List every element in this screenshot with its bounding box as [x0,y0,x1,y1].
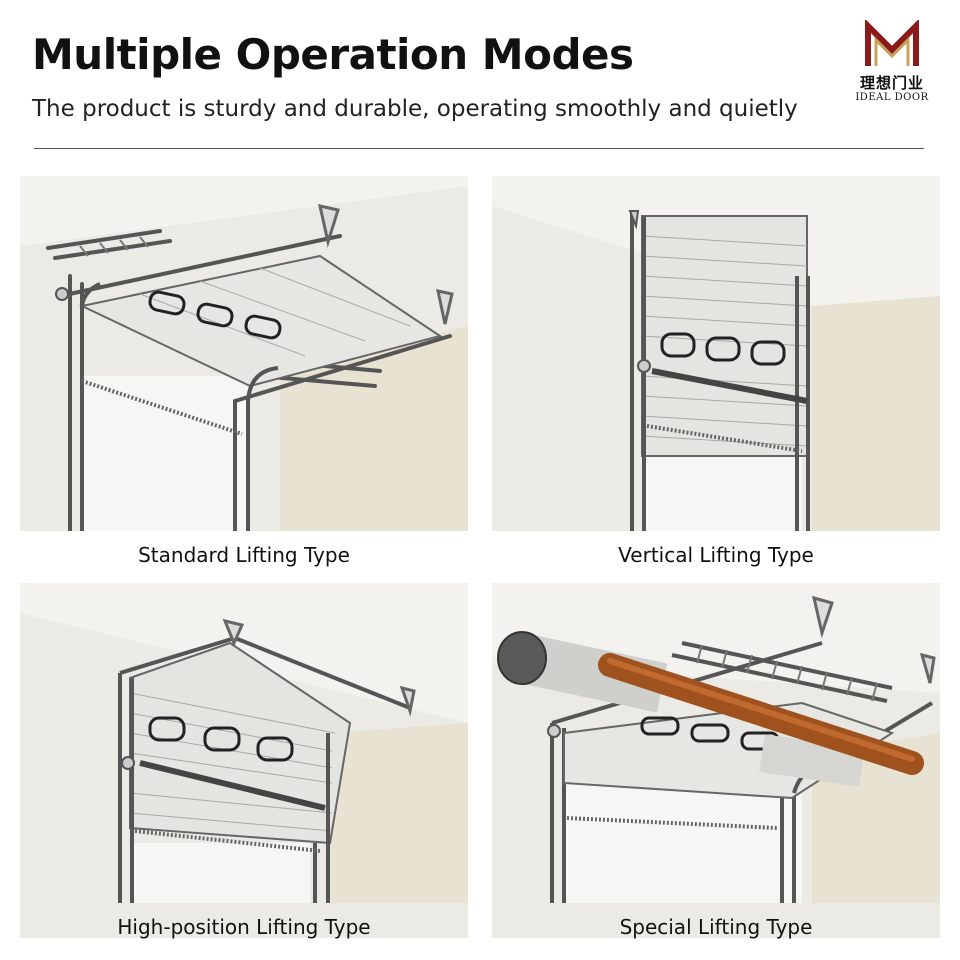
panel-special-lifting [492,583,940,938]
panel-standard-lifting [20,176,468,531]
panel-high-position-lifting [20,583,468,938]
caption-high-position-lifting: High-position Lifting Type [117,915,371,939]
logo-english-text: IDEAL DOOR [855,92,929,103]
vertical-lifting-illustration [492,176,940,531]
standard-lifting-illustration [20,176,468,531]
page-title: Multiple Operation Modes [32,30,634,79]
header-divider [34,148,924,149]
caption-special-lifting: Special Lifting Type [619,915,813,939]
panel-vertical-lifting [492,176,940,531]
special-lifting-illustration [492,583,940,903]
brand-logo: 理想门业 IDEAL DOOR [842,20,942,110]
caption-standard-lifting: Standard Lifting Type [138,543,350,567]
caption-vertical-lifting: Vertical Lifting Type [618,543,814,567]
ideal-door-logo-icon [865,20,919,66]
logo-chinese-text: 理想门业 [859,74,924,92]
page-subtitle: The product is sturdy and durable, opera… [32,96,798,122]
high-position-lifting-illustration [20,583,468,903]
